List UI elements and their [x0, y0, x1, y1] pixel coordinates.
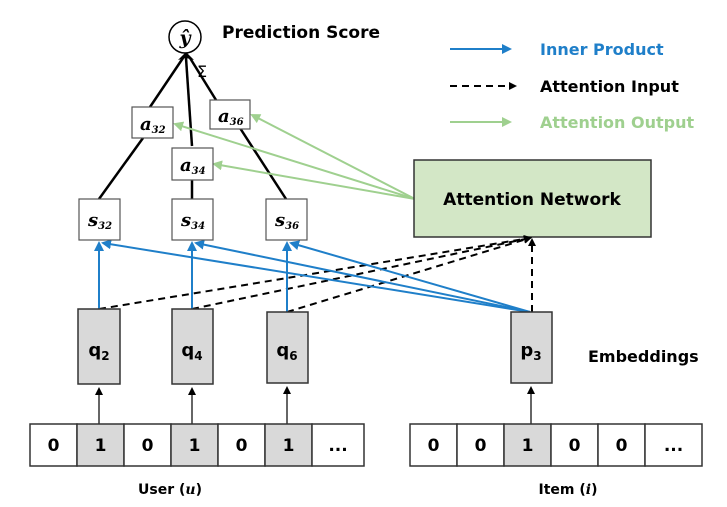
- attention-weight-a32: a32: [131, 106, 174, 139]
- item-vector-cell: 0: [456, 423, 505, 467]
- svg-text:a36: a36: [218, 106, 244, 128]
- user-vector-cell: 1: [264, 423, 313, 467]
- embedding-q6: q6: [266, 311, 309, 384]
- attn-in-q2: [98, 235, 532, 310]
- legend-inner-product-label: Inner Product: [540, 40, 664, 59]
- user-vector-cell-value: 0: [142, 436, 154, 456]
- svg-text:s36: s36: [274, 210, 299, 232]
- attention-weight-a34: a34: [171, 147, 214, 181]
- svg-text:s32: s32: [87, 210, 112, 232]
- ip-p3-s32: [101, 239, 531, 313]
- score-s36: s36: [265, 198, 308, 241]
- item-vector-cell-value: 0: [475, 436, 487, 456]
- svg-text:p3: p3: [520, 340, 541, 363]
- user-vector-cell: 0: [217, 423, 266, 467]
- user-vector-cell-value: ...: [328, 436, 347, 456]
- legend: Inner Product Attention Input Attention …: [450, 40, 694, 132]
- attention-output-arrows: [173, 114, 416, 200]
- line-a36-y: [188, 57, 218, 101]
- user-vector-label: User (u): [138, 482, 202, 498]
- user-vector-cell-value: 0: [236, 436, 248, 456]
- svg-text:q2: q2: [88, 340, 109, 363]
- sum-symbol: Σ: [197, 62, 207, 81]
- attn-out-a32: [173, 121, 416, 200]
- attn-out-a34: [212, 160, 416, 200]
- svg-text:s34: s34: [180, 210, 205, 232]
- user-one-hot-vector: 0 1 0 1 0 1...: [29, 423, 365, 467]
- line-a34-y: [184, 57, 194, 147]
- user-vector-cell: 0: [29, 423, 78, 467]
- user-vector-cell-value: 0: [48, 436, 60, 456]
- attention-network-label: Attention Network: [443, 190, 621, 210]
- score-s34: s34: [171, 198, 214, 241]
- embedding-q2: q2: [77, 308, 121, 385]
- inner-product-arrows: [94, 239, 531, 313]
- sum-arrowhead: [178, 52, 194, 60]
- line-s36-a36: [238, 127, 288, 200]
- user-vector-cell-value: 1: [283, 436, 295, 456]
- item-vector-cell: 0: [550, 423, 599, 467]
- line-a32-y: [148, 57, 185, 108]
- attn-in-q6: [286, 235, 532, 313]
- user-vector-cell-value: 1: [95, 436, 107, 456]
- item-vector-cell-value: ...: [664, 436, 683, 456]
- svg-text:a32: a32: [140, 114, 166, 136]
- user-vector-cell-value: 1: [189, 436, 201, 456]
- item-vector-cell-value: 0: [428, 436, 440, 456]
- lookup-arrows: [95, 386, 535, 424]
- item-vector-cell: 1: [503, 423, 552, 467]
- legend-attention-output-label: Attention Output: [540, 113, 694, 132]
- item-vector-cell: 0: [409, 423, 458, 467]
- embedding-p3: p3: [510, 311, 553, 384]
- item-vector-label: Item (i): [539, 482, 598, 498]
- prediction-score-label: Prediction Score: [222, 23, 380, 43]
- user-vector-cell: ...: [311, 423, 365, 467]
- item-vector-cell: 0: [597, 423, 646, 467]
- embeddings-label: Embeddings: [588, 347, 699, 366]
- attention-input-arrows: [98, 235, 536, 313]
- prediction-symbol: ŷ: [178, 27, 192, 49]
- item-vector-cell: ...: [644, 423, 703, 467]
- item-vector-cell-value: 0: [569, 436, 581, 456]
- aggregation-lines: [97, 57, 288, 200]
- attn-out-a36: [250, 114, 416, 200]
- user-vector-cell: 1: [76, 423, 125, 467]
- user-vector-cell: 1: [170, 423, 219, 467]
- svg-text:a34: a34: [180, 155, 206, 177]
- line-s32-a32: [97, 137, 145, 200]
- item-vector-cell-value: 1: [522, 436, 534, 456]
- item-vector-cell-value: 0: [616, 436, 628, 456]
- user-vector-cell: 0: [123, 423, 172, 467]
- ip-p3-s36: [289, 240, 531, 313]
- svg-text:q4: q4: [181, 340, 202, 363]
- embedding-q4: q4: [171, 308, 214, 385]
- legend-attention-input-label: Attention Input: [540, 77, 679, 96]
- attn-in-q4: [191, 235, 532, 310]
- attention-network-box: [413, 159, 652, 238]
- ip-p3-s34: [194, 239, 531, 313]
- score-s32: s32: [78, 198, 121, 241]
- svg-text:q6: q6: [276, 340, 297, 363]
- attention-weight-a36: a36: [209, 99, 251, 130]
- item-one-hot-vector: 0 0 1 0 0...: [409, 423, 703, 467]
- prediction-node: [168, 20, 202, 54]
